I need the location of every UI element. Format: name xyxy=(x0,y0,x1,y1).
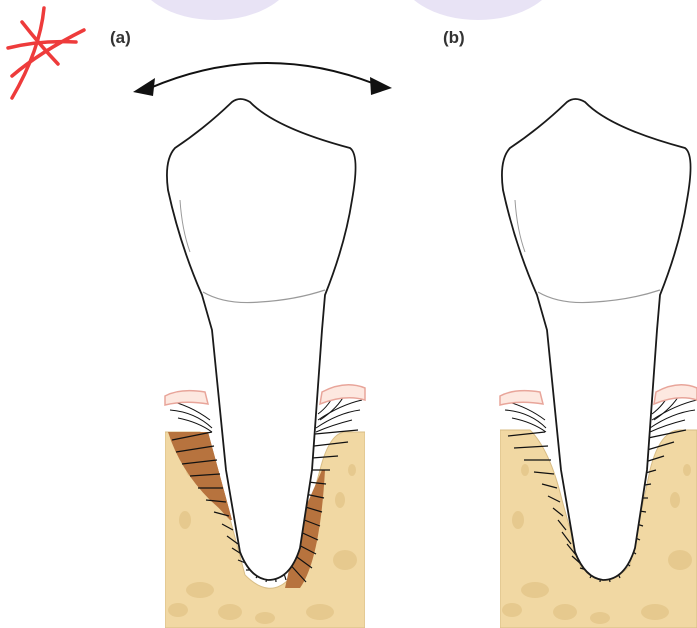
gingiva-left-a xyxy=(165,391,208,405)
movement-arrow-icon xyxy=(133,63,392,96)
panel-a xyxy=(165,99,365,628)
top-decorative-circles xyxy=(135,0,558,20)
red-asterisk-icon xyxy=(8,8,84,98)
gingiva-left-b xyxy=(500,391,543,405)
panel-b xyxy=(500,99,697,628)
panel-b-label: (b) xyxy=(443,28,465,48)
panel-a-label: (a) xyxy=(110,28,131,48)
